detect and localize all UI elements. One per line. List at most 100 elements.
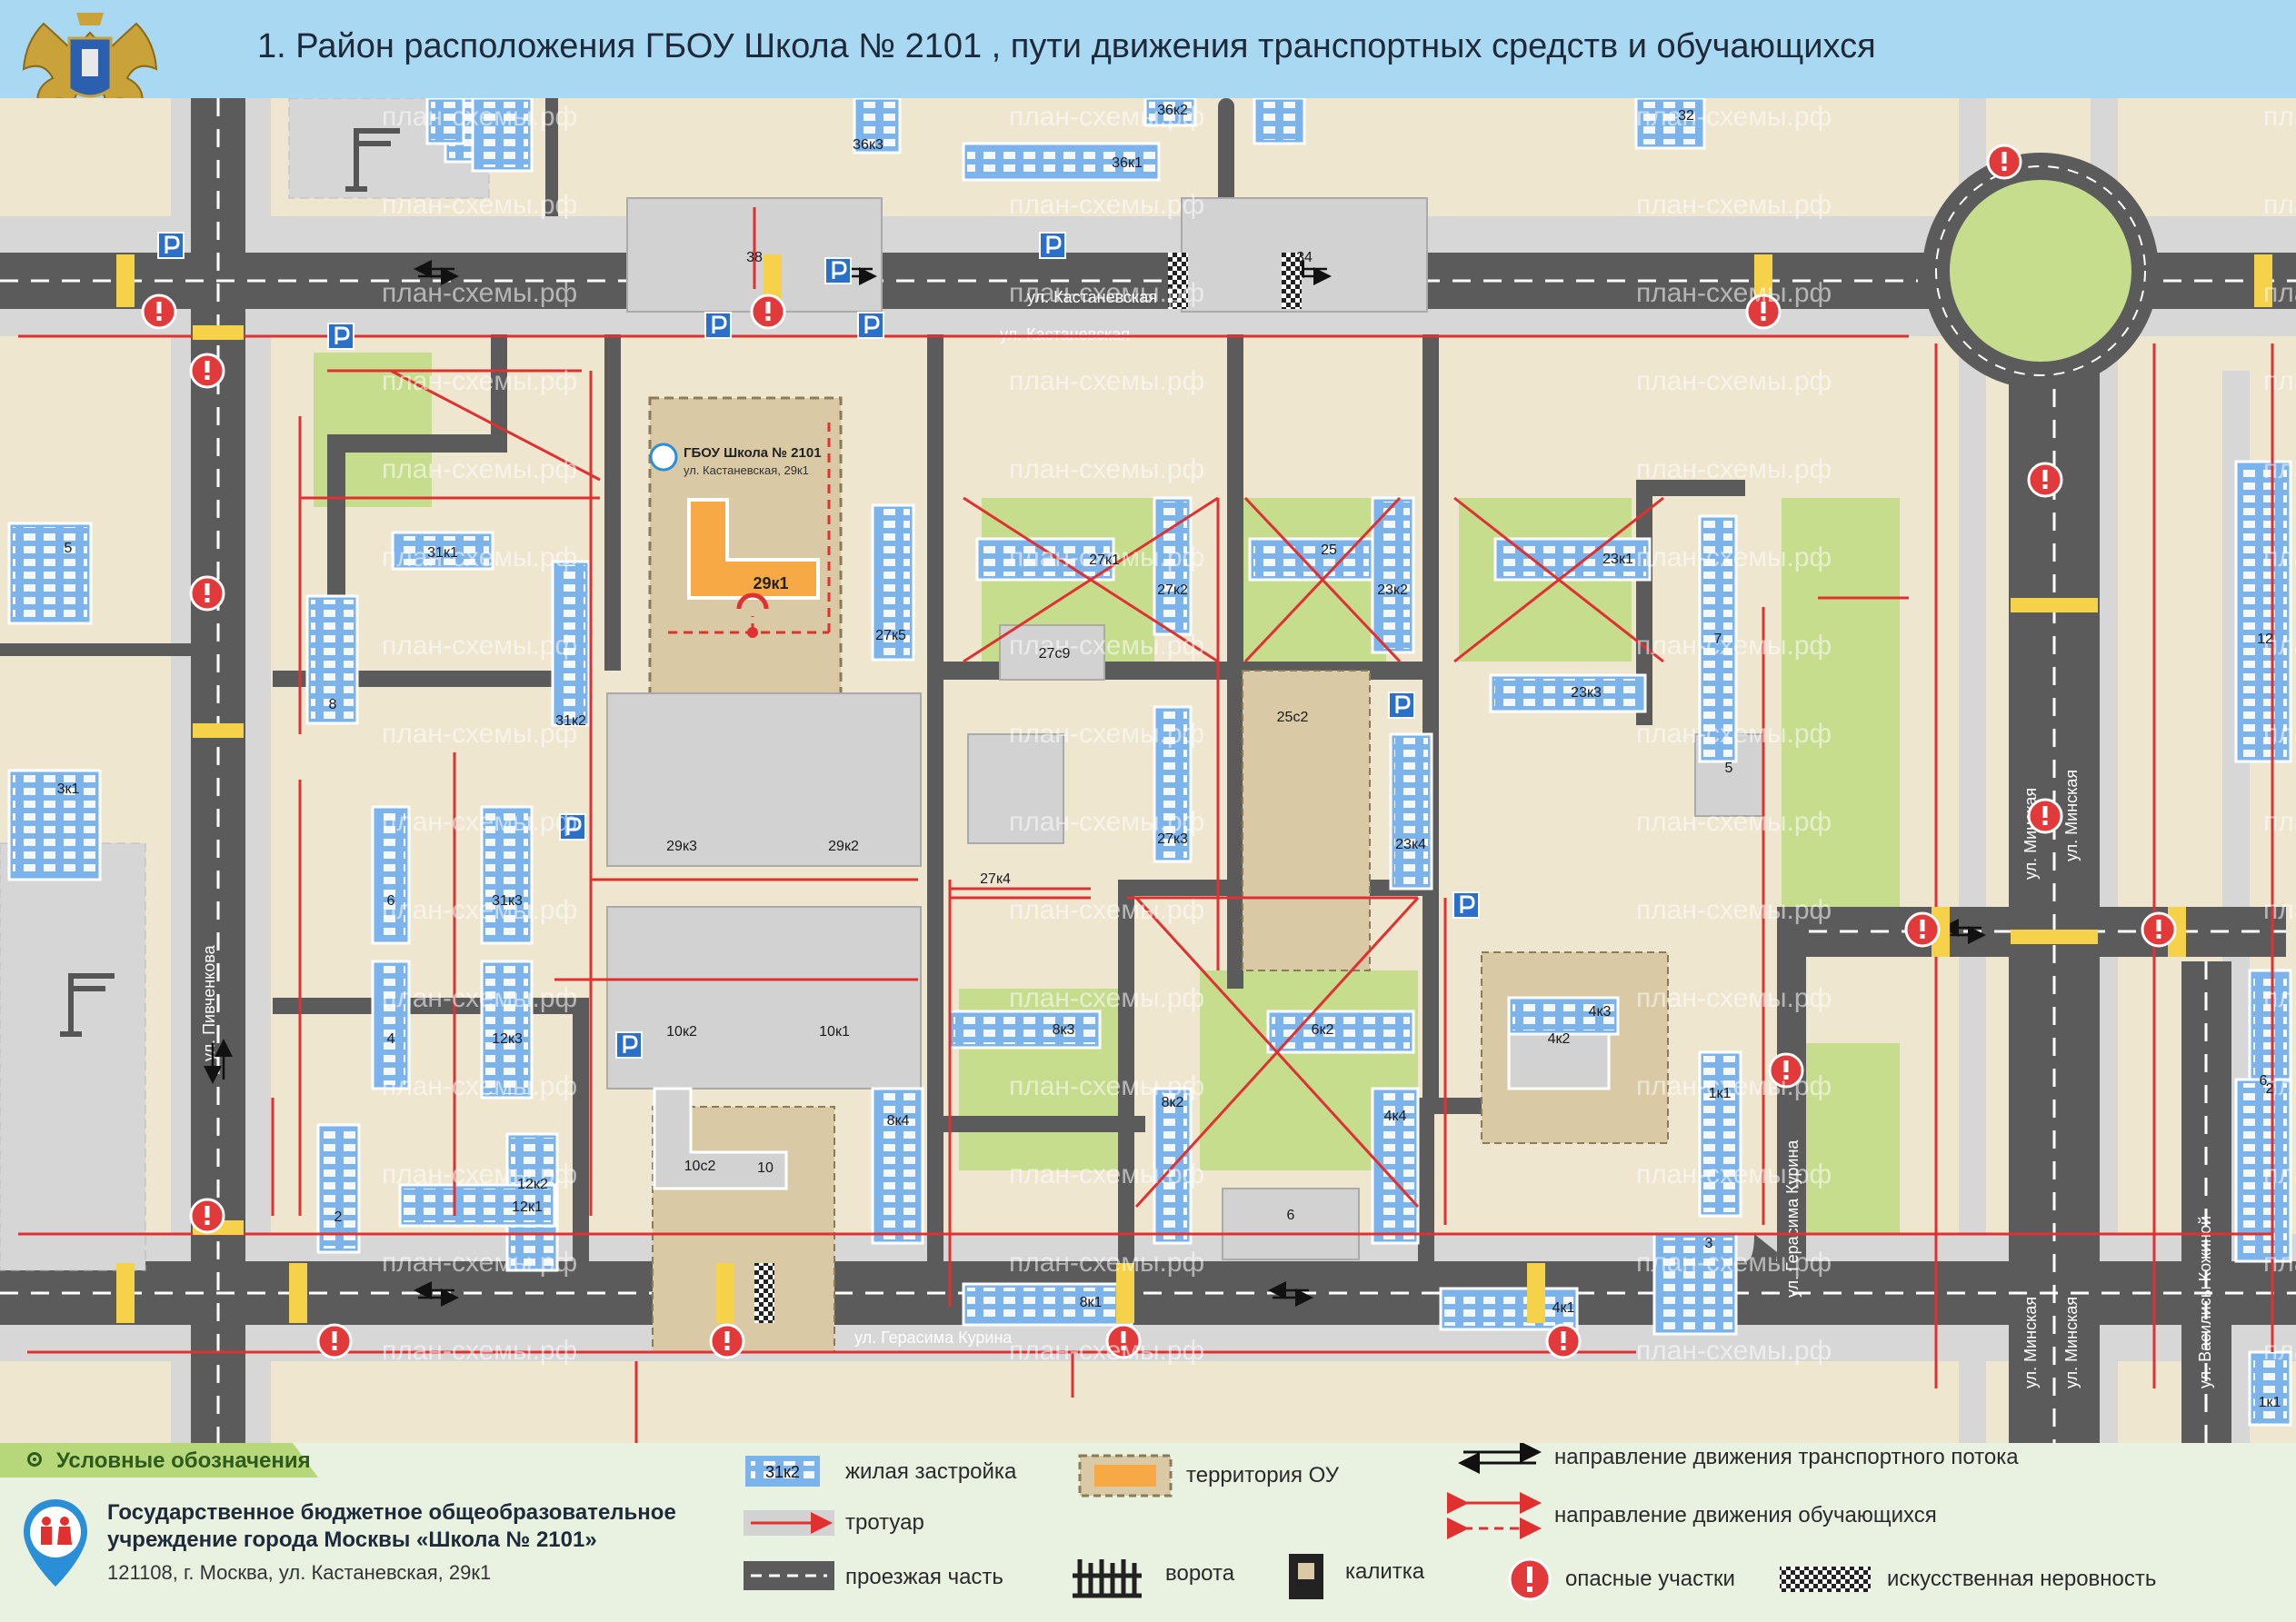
building-windows (2240, 1083, 2287, 1258)
watermark-text: план-схемы.рф (1009, 190, 1204, 220)
watermark-text: план-схемы.рф (1636, 807, 1832, 837)
danger-legend-icon (1508, 1557, 1552, 1601)
building-label: 31к1 (427, 545, 458, 561)
building-label: 7 (1714, 632, 1722, 647)
street-label: ул. Минская (2062, 770, 2081, 861)
building-windows (1272, 1015, 1410, 1049)
watermark-text: план-схемы.рф (1009, 1248, 1204, 1278)
building-windows (322, 1129, 355, 1249)
watermark-text: план-схемы.рф (382, 631, 577, 661)
building-label: 23к4 (1395, 837, 1426, 852)
building-label: 10 (757, 1160, 774, 1176)
building-windows (1149, 102, 1192, 122)
building-windows (13, 527, 87, 620)
student-routes (18, 207, 2274, 1443)
danger-marker-icon (1904, 911, 1941, 948)
street-label: ул. Минская (2062, 1297, 2081, 1388)
building-label: 3 (1705, 1236, 1713, 1251)
watermark-text: план-схемы.рф (2263, 807, 2296, 837)
building-windows (476, 102, 528, 167)
building-label: 3к1 (57, 781, 80, 797)
building-label: 2 (2266, 1081, 2274, 1097)
building-label: 25с2 (1277, 710, 1309, 725)
watermark-text: план-схемы.рф (382, 719, 577, 749)
watermark-text: план-схемы.рф (1009, 631, 1204, 661)
roundabout (1922, 153, 2159, 389)
building-label: 1к1 (1709, 1086, 1732, 1101)
building-label: 6 (2260, 1073, 2268, 1089)
danger-marker-icon (189, 1198, 225, 1234)
building-label: 12к3 (492, 1031, 523, 1047)
watermark-text: план-схемы.рф (1009, 1071, 1204, 1101)
building-windows (485, 965, 528, 1094)
school-territory: 29к1 ГБОУ Школа № 2101 ул. Кастаневская,… (648, 396, 843, 700)
building-label: 27к5 (875, 628, 906, 643)
legend-residential-sample: 31к2 (765, 1463, 800, 1481)
danger-marker-icon (189, 575, 225, 612)
building-label: 31к2 (555, 713, 586, 729)
watermark-text: план-схемы.рф (2263, 983, 2296, 1013)
danger-marker-icon (709, 1323, 745, 1359)
residential-buildings (7, 98, 2292, 1427)
building-label: 2 (334, 1209, 343, 1225)
watermark-text: план-схемы.рф (1636, 895, 1832, 925)
legend-school-territory: территория ОУ (1186, 1463, 1340, 1488)
building-windows (858, 102, 896, 149)
watermark-text: план-схемы.рф (1636, 1071, 1832, 1101)
danger-marker-icon (1545, 1323, 1582, 1359)
parking-sign-icon (1388, 692, 1415, 719)
building-windows (1258, 102, 1301, 140)
building-windows (1444, 1292, 1573, 1326)
watermark-text: план-схемы.рф (382, 1071, 577, 1101)
building-windows (1640, 102, 1701, 144)
watermark-text: план-схемы.рф (382, 190, 577, 220)
building-windows (1158, 711, 1187, 858)
parking-sign-icon (157, 232, 185, 259)
watermark-text: план-схемы.рф (1009, 278, 1204, 308)
watermark-text: план-схемы.рф (382, 542, 577, 572)
danger-marker-icon (1745, 294, 1782, 330)
legend-students-direction: направление движения обучающихся (1554, 1503, 1937, 1527)
legend-speed-bump: искусственная неровность (1887, 1567, 2157, 1591)
legend-title: Условные обозначения (56, 1448, 311, 1473)
building-label: 4 (387, 1031, 395, 1047)
map: ул. Кастаневская ул. Кастаневская ул. Пи… (0, 98, 2296, 1443)
building-label: 10к2 (666, 1024, 697, 1040)
watermark-text: план-схемы.рф (2263, 1071, 2296, 1101)
org-name: Государственное бюджетное общеобразовате… (107, 1500, 676, 1552)
street-label: ул. Василисы Кожиной (2196, 1216, 2214, 1388)
gates-icon (1073, 1559, 1142, 1598)
parking-sign-icon (615, 1031, 643, 1059)
legend-circle-icon (27, 1452, 42, 1467)
watermark-text: план-схемы.рф (1636, 102, 1832, 132)
building-label: 34 (1296, 250, 1313, 265)
building-label: 38 (746, 250, 763, 265)
watermark-text: план-схемы.рф (1636, 983, 1832, 1013)
watermark-text: план-схемы.рф (2263, 895, 2296, 925)
watermark-text: план-схемы.рф (382, 366, 577, 396)
building-label: 4к1 (1552, 1300, 1575, 1316)
watermark-text: план-схемы.рф (382, 807, 577, 837)
watermark-text: план-схемы.рф (1009, 983, 1204, 1013)
watermark-text: план-схемы.рф (2263, 719, 2296, 749)
building-label: 27к3 (1157, 831, 1188, 847)
building-windows (485, 811, 528, 940)
building-windows (876, 509, 910, 656)
building-label: 23к1 (1602, 552, 1633, 567)
building-windows (13, 774, 96, 876)
crane-icon (345, 128, 400, 192)
building-windows (1512, 1001, 1614, 1030)
building-label: 5 (1725, 761, 1733, 776)
building-windows (376, 965, 405, 1085)
building-windows (556, 565, 585, 721)
street-label: ул. Кастаневская (1000, 325, 1130, 343)
street-label: ул. Минская (2021, 1297, 2040, 1388)
danger-marker-icon (1768, 1052, 1804, 1089)
building-label: 36к2 (1157, 103, 1188, 118)
building-label: 8 (329, 697, 337, 712)
watermark-text: план-схемы.рф (1009, 102, 1204, 132)
watermark-text: план-схемы.рф (382, 895, 577, 925)
watermark-text: план-схемы.рф (1636, 366, 1832, 396)
legend-sidewalk: тротуар (845, 1510, 924, 1535)
watermark-text: план-схемы.рф (2263, 542, 2296, 572)
